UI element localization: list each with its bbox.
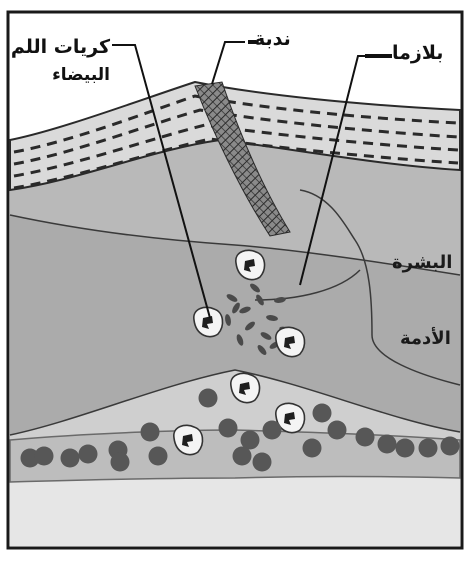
red-blood-cell (396, 439, 415, 458)
label-scar: ندبة (254, 30, 291, 49)
label-dermis: الأدمة (400, 330, 451, 348)
label-plasma: بلازما (392, 44, 443, 63)
red-blood-cell (233, 447, 252, 466)
label-white-blood-cells: كريات اللم البيضاء (10, 38, 110, 84)
red-blood-cell (253, 453, 272, 472)
red-blood-cell (356, 428, 375, 447)
red-blood-cell (61, 449, 80, 468)
red-blood-cell (303, 439, 322, 458)
label-wbc-line1: كريات اللم (10, 38, 110, 57)
red-blood-cell (199, 389, 218, 408)
red-blood-cell (35, 447, 54, 466)
red-blood-cell (79, 445, 98, 464)
label-epidermis: البشرة (392, 254, 452, 272)
red-blood-cell (378, 435, 397, 454)
red-blood-cell (441, 437, 460, 456)
red-blood-cell (328, 421, 347, 440)
red-blood-cell (313, 404, 332, 423)
red-blood-cell (149, 447, 168, 466)
red-blood-cell (219, 419, 238, 438)
red-blood-cell (263, 421, 282, 440)
label-wbc-line2: البيضاء (10, 67, 110, 84)
red-blood-cell (111, 453, 130, 472)
red-blood-cell (141, 423, 160, 442)
red-blood-cell (419, 439, 438, 458)
